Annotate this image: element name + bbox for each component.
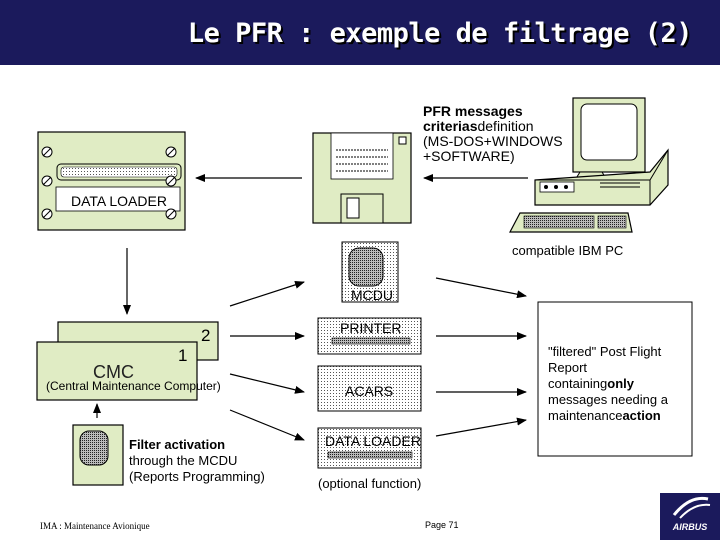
cmc-number-2: 2 — [201, 326, 211, 345]
report-containing: containing — [548, 376, 608, 391]
footer-course: IMA : Maintenance Avionique — [40, 521, 150, 531]
compatible-pc-label: compatible IBM PC — [512, 243, 624, 258]
filter-mcdu-icon — [72, 424, 124, 486]
report-line2: Report — [548, 360, 588, 375]
page-title: Le PFR : exemple de filtrage (2) — [187, 18, 693, 49]
page-number: Page 71 — [425, 520, 459, 530]
report-line1: "filtered" Post Flight — [548, 344, 662, 359]
printer-label: PRINTER — [340, 320, 402, 336]
data-loader-label: DATA LOADER — [71, 193, 167, 209]
report-action: action — [622, 408, 661, 423]
filter-line3: (Reports Programming) — [129, 469, 265, 484]
pfr-messages-line4: +SOFTWARE) — [423, 148, 515, 164]
airbus-swirl-icon — [672, 496, 711, 519]
report-maintenance: maintenance — [548, 408, 623, 423]
floppy-disk-icon — [312, 132, 412, 224]
airbus-logo: AIRBUS — [660, 493, 720, 540]
filter-line1: Filter activation — [129, 437, 226, 452]
output-data-loader-device — [317, 427, 422, 469]
mcdu-device — [341, 241, 399, 303]
cmc-number-1: 1 — [178, 346, 188, 365]
filter-activation-label: Filter activation through the MCDU (Repo… — [129, 437, 265, 485]
printer-device — [317, 317, 422, 355]
output-data-loader-label: DATA LOADER — [325, 433, 421, 449]
acars-device — [317, 365, 422, 412]
report-box — [537, 301, 693, 457]
pfr-definition: definition — [477, 118, 534, 134]
data-loader-device — [37, 131, 186, 231]
pfr-messages-line1: PFR messages — [423, 103, 523, 119]
filter-line2: through the MCDU — [129, 453, 238, 468]
pfr-messages-line3: (MS-DOS+WINDOWS — [423, 133, 563, 149]
header-bar — [0, 0, 720, 65]
acars-label: ACARS — [345, 383, 394, 399]
cmc-name: CMC — [93, 362, 134, 382]
report-line4: messages needing a — [548, 392, 668, 407]
flow-arrows — [93, 174, 528, 441]
cmc-full-name: (Central Maintenance Computer) — [46, 379, 221, 393]
computer-icon — [509, 97, 669, 233]
screw-icon — [41, 146, 177, 220]
mcdu-label: MCDU — [351, 287, 393, 303]
cmc-unit — [36, 321, 219, 401]
pfr-messages-label: PFR messages criteriasdefinition (MS-DOS… — [423, 104, 563, 164]
optional-function-label: (optional function) — [318, 476, 422, 491]
report-text: "filtered" Post Flight Report containing… — [548, 344, 668, 424]
report-only: only — [607, 376, 635, 391]
logo-text: AIRBUS — [672, 522, 708, 532]
pfr-criterias: criterias — [423, 118, 478, 134]
diagram-canvas — [36, 97, 693, 486]
